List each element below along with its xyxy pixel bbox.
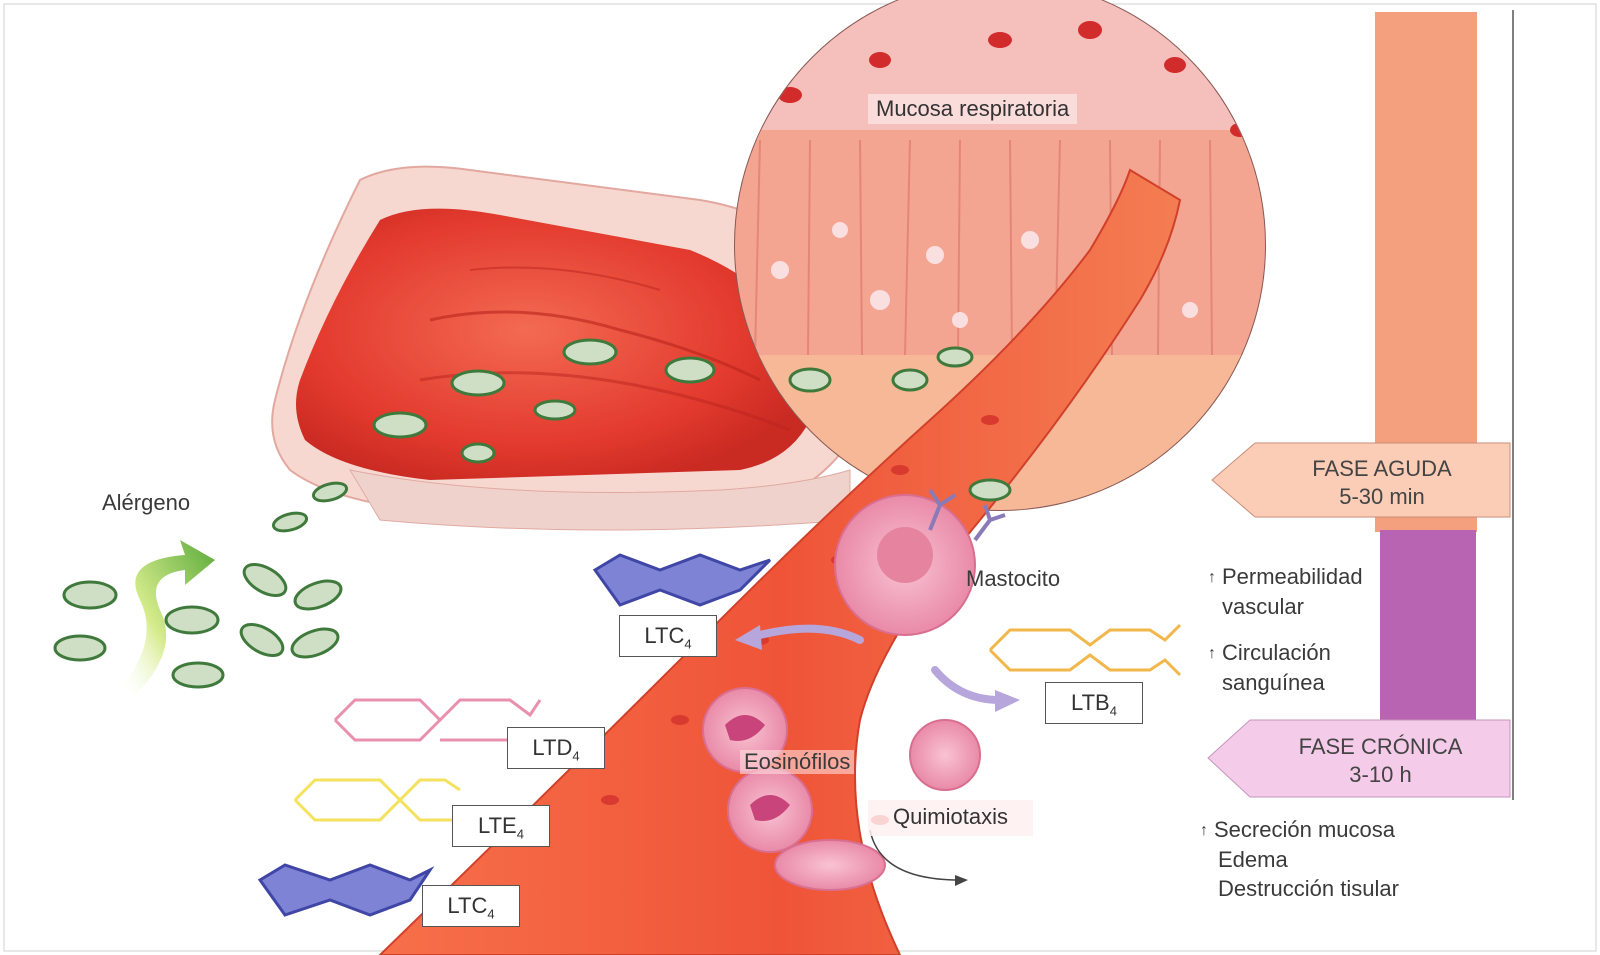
mucosa-label: Mucosa respiratoria [868,94,1078,124]
chronic-effects: ↑Secreción mucosa Edema Destrucción tisu… [1200,817,1399,902]
molecule-ltb4 [988,623,1182,677]
acute-effect-2: ↑Circulación sanguínea [1208,640,1331,695]
chemotaxis-arrow [869,829,961,881]
chronic-phase-banner [1207,719,1511,798]
ltd4-box: LTD4 [507,727,605,769]
molecule-lte4 [293,778,461,822]
lte4-box: LTE4 [452,805,550,847]
molecule-ltc4-bottom [257,863,435,917]
increase-arrow-icon: ↑ [1208,645,1216,662]
pollen-grains [53,338,1012,689]
acute-phase-title: FASE AGUDA [1312,456,1452,481]
molecule-ltd4 [333,698,542,742]
release-arrows [756,624,1004,704]
ltb4-box: LTB4 [1045,682,1143,724]
allergen-label: Alérgeno [102,490,191,515]
chronic-phase-title: FASE CRÓNICA [1298,734,1463,759]
chronic-phase-time: 3-10 h [1349,761,1412,787]
chemotaxis-label: Quimiotaxis [868,800,1033,836]
acute-phase-time: 5-30 min [1339,483,1425,509]
increase-arrow-icon: ↑ [1208,569,1216,586]
mast-cell-label: Mastocito [966,566,1061,591]
acute-phase-banner [1211,442,1511,518]
molecule-ltc4-top [592,553,772,607]
allergen-arrow [120,540,215,695]
eosinophils-label: Eosinófilos [740,750,855,774]
chronic-phase-bar [1380,530,1476,720]
ltc4-top-box: LTC4 [619,615,717,657]
chronic-phase-text: FASE CRÓNICA 3-10 h [1258,733,1503,788]
acute-effect-1: ↑Permeabilidad vascular [1208,564,1363,619]
mast-cell [834,488,1006,636]
ltc4-bottom-box: LTC4 [422,885,520,927]
increase-arrow-icon: ↑ [1200,822,1208,839]
acute-phase-text: FASE AGUDA 5-30 min [1262,455,1502,510]
